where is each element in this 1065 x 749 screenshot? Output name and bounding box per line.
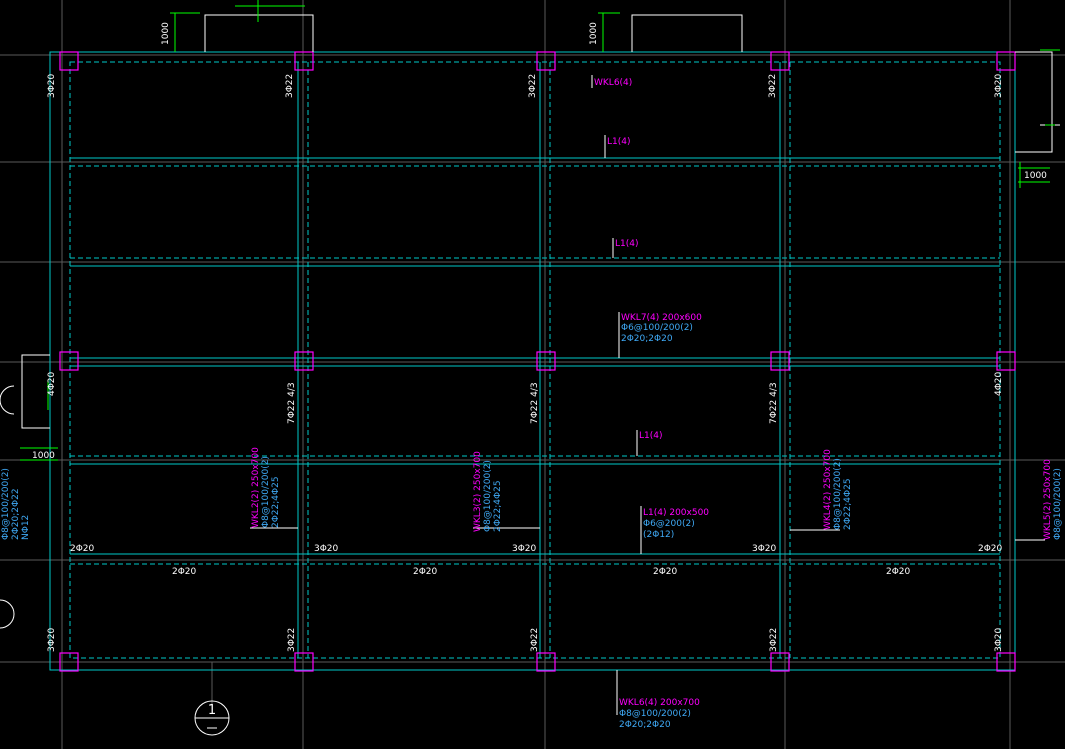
beam-wkl7-bars: 2Φ20;2Φ20 — [621, 334, 673, 344]
columns — [59, 51, 1016, 672]
beam-wkl3-name: WKL3(2) 250x700 — [473, 451, 483, 532]
beam-wkl3-stirrup: Φ8@100/200(2) — [483, 460, 493, 532]
span-bar-s1: 2Φ20 — [172, 567, 197, 577]
row-bar-r3: 3Φ20 — [512, 544, 537, 554]
axis-bubble: 1 — [194, 700, 230, 736]
top-rebar-labels: 3Φ20 3Φ22 3Φ22 3Φ22 3Φ20 — [47, 73, 1004, 98]
mid-rebar-labels: 4Φ20 7Φ22 4/3 7Φ22 4/3 7Φ22 4/3 4Φ20 — [47, 371, 1004, 424]
beam-wkl4-name: WKL4(2) 250x700 — [823, 449, 833, 530]
beam-wkl1-stirrup: Φ8@100/200(2) — [1, 468, 11, 540]
beam-wkl5-name: WKL5(2) 250x700 — [1043, 459, 1053, 540]
rebar-top-c3: 3Φ22 — [528, 74, 538, 98]
dim-right: 1000 — [1024, 171, 1047, 181]
beam-wkl1-extra: NΦ12 — [21, 515, 31, 540]
beam-wkl5-stirrup: Φ8@100/200(2) — [1053, 468, 1063, 540]
beam-wkl2-stirrup: Φ8@100/200(2) — [261, 456, 271, 528]
leader-lines — [250, 75, 1045, 715]
beam-l1-d-bars: (2Φ12) — [643, 530, 674, 540]
beam-wkl6-top: WKL6(4) — [594, 78, 632, 88]
span-bar-s2: 2Φ20 — [413, 567, 438, 577]
beam-wkl1-bars: 2Φ20;2Φ22 — [11, 488, 21, 540]
rebar-mid-c5: 4Φ20 — [994, 371, 1004, 396]
span-bar-s4: 2Φ20 — [886, 567, 911, 577]
row-bar-labels: 2Φ20 3Φ20 3Φ20 3Φ20 2Φ20 2Φ20 2Φ20 2Φ20 … — [70, 544, 1003, 577]
dim-top-mid: 1000 — [589, 22, 599, 45]
rebar-top-c4: 3Φ22 — [768, 74, 778, 98]
rebar-top-c1: 3Φ20 — [47, 73, 57, 98]
row-bar-r1: 2Φ20 — [70, 544, 95, 554]
beam-wkl4-stirrup: Φ8@100/200(2) — [833, 458, 843, 530]
row-bar-r2: 3Φ20 — [314, 544, 339, 554]
beam-wkl3-bars: 2Φ22;4Φ25 — [493, 480, 503, 532]
adjacent-outlines — [0, 14, 1060, 629]
beam-l1-a: L1(4) — [607, 137, 631, 147]
beam-wkl6-bottom-bars: 2Φ20;2Φ20 — [619, 720, 671, 730]
beam-wkl6-bottom-stirrup: Φ8@100/200(2) — [619, 709, 691, 719]
rebar-bot-c4: 3Φ22 — [769, 628, 779, 652]
span-bar-s3: 2Φ20 — [653, 567, 678, 577]
rebar-bot-c1: 3Φ20 — [47, 627, 57, 652]
rebar-top-c5: 3Φ20 — [994, 73, 1004, 98]
beam-wkl4-bars: 2Φ22;4Φ25 — [843, 478, 853, 530]
rebar-bot-c5: 3Φ20 — [994, 627, 1004, 652]
dim-left: 1000 — [32, 451, 55, 461]
rebar-mid-c4: 7Φ22 4/3 — [769, 382, 779, 424]
rebar-bot-c3: 3Φ22 — [530, 628, 540, 652]
rebar-mid-c3: 7Φ22 4/3 — [530, 382, 540, 424]
beam-wkl2-name: WKL2(2) 250x700 — [251, 447, 261, 528]
beam-wkl7-stirrup: Φ6@100/200(2) — [621, 323, 693, 333]
beam-wkl6-bottom-name: WKL6(4) 200x700 — [619, 698, 700, 708]
beam-l1-d-stirrup: Φ6@200(2) — [643, 519, 695, 529]
rebar-bot-c2: 3Φ22 — [287, 628, 297, 652]
bottom-rebar-labels: 3Φ20 3Φ22 3Φ22 3Φ22 3Φ20 — [47, 627, 1004, 652]
beam-l1-b: L1(4) — [615, 239, 639, 249]
beam-l1-c: L1(4) — [639, 431, 663, 441]
beam-l1-d-name: L1(4) 200x500 — [643, 508, 709, 518]
rebar-mid-c1: 4Φ20 — [47, 371, 57, 396]
axis-label: 1 — [208, 703, 216, 718]
beam-wkl2-bars: 2Φ22;4Φ25 — [271, 476, 281, 528]
dimension-lines — [20, 0, 1060, 461]
dim-top-left: 1000 — [161, 22, 171, 45]
row-bar-r5: 2Φ20 — [978, 544, 1003, 554]
beam-wkl7-name: WKL7(4) 200x600 — [621, 313, 702, 323]
row-bar-r4: 3Φ20 — [752, 544, 777, 554]
rebar-top-c2: 3Φ22 — [285, 74, 295, 98]
rebar-mid-c2: 7Φ22 4/3 — [287, 382, 297, 424]
